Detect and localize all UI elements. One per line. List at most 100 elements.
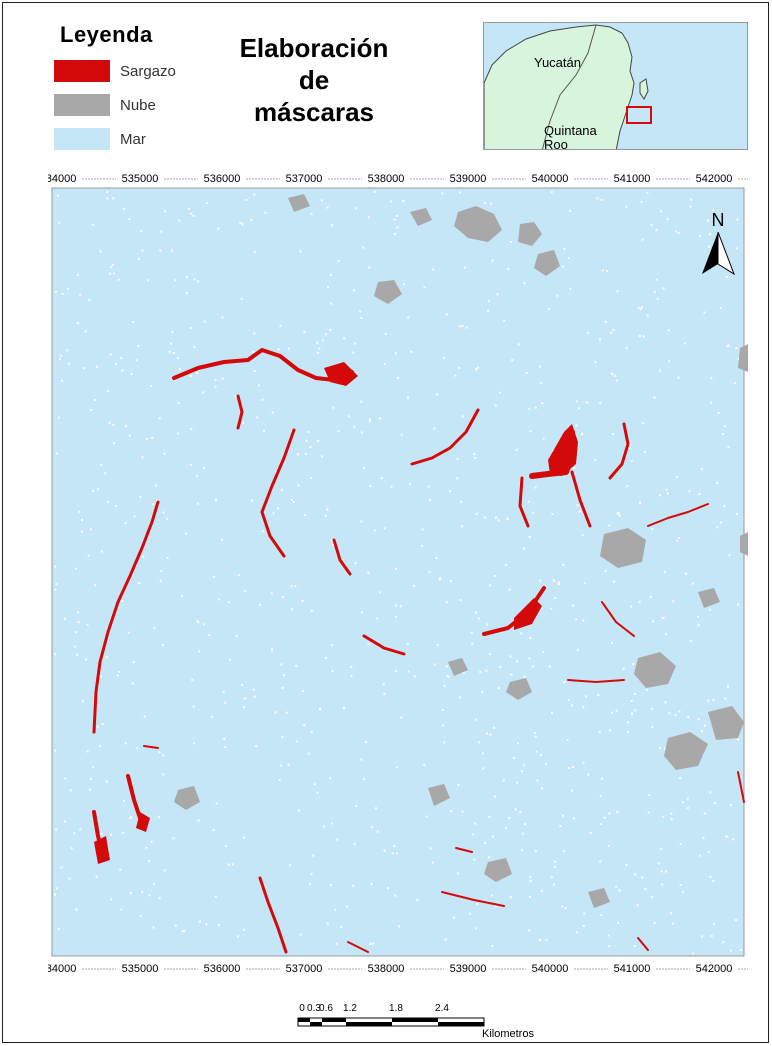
speckle (600, 914, 603, 917)
speckle (727, 344, 730, 347)
speckle (711, 209, 714, 212)
speckle (373, 529, 376, 532)
x-ticks-bottom: 5340005350005360005370005380005390005400… (48, 963, 748, 975)
speckle (129, 892, 132, 895)
speckle (492, 835, 494, 838)
speckle (192, 214, 195, 217)
speckle (264, 211, 267, 214)
speckle (707, 850, 710, 853)
speckle (571, 789, 574, 792)
speckle (477, 366, 480, 369)
speckle (493, 795, 496, 798)
speckle (664, 747, 667, 750)
speckle (679, 842, 682, 845)
speckle (227, 601, 230, 604)
speckle (735, 512, 738, 515)
speckle (475, 718, 478, 721)
speckle (558, 581, 560, 584)
speckle (75, 567, 78, 570)
speckle (611, 642, 613, 644)
speckle (369, 485, 372, 487)
speckle (651, 527, 654, 530)
speckle (573, 466, 576, 469)
speckle (637, 306, 640, 309)
speckle (263, 429, 266, 432)
x-tick-label-bottom: 542000 (696, 963, 733, 975)
speckle (660, 870, 663, 873)
speckle (76, 322, 79, 324)
speckle (690, 198, 693, 201)
speckle (723, 505, 726, 508)
speckle (229, 658, 231, 661)
speckle (456, 457, 459, 460)
speckle (231, 863, 234, 866)
speckle (617, 512, 620, 515)
speckle (54, 588, 57, 591)
speckle (104, 472, 107, 475)
speckle (463, 266, 466, 269)
speckle (561, 905, 564, 908)
speckle (394, 894, 397, 897)
speckle (488, 816, 491, 819)
cloud-patch (664, 732, 708, 770)
speckle (115, 504, 117, 507)
speckle (668, 712, 671, 715)
speckle (106, 390, 109, 393)
speckle (368, 420, 371, 423)
speckle (402, 200, 405, 202)
speckle (197, 280, 200, 283)
speckle (60, 354, 63, 357)
speckle (539, 365, 542, 368)
sargassum-filament (647, 503, 709, 527)
speckle (252, 688, 255, 691)
speckle (337, 430, 340, 433)
sargassum-filament (260, 428, 296, 558)
speckle (698, 493, 701, 496)
speckle (301, 600, 304, 603)
speckle (677, 537, 680, 539)
speckle (461, 525, 464, 528)
speckle (224, 701, 227, 704)
speckle (668, 360, 670, 363)
speckle (476, 902, 479, 905)
speckle (189, 327, 192, 329)
speckle (581, 534, 584, 537)
speckle (94, 398, 97, 401)
speckle (490, 202, 492, 205)
speckle (477, 617, 480, 620)
speckle (725, 835, 727, 838)
speckle (582, 925, 585, 927)
speckle (379, 417, 381, 420)
speckle (494, 574, 497, 577)
speckle (661, 883, 664, 886)
speckle (636, 904, 639, 907)
speckle (168, 350, 171, 353)
speckle (174, 279, 177, 282)
speckle (603, 816, 606, 819)
cloud-patch (454, 206, 502, 242)
speckle (170, 342, 172, 345)
speckle (303, 724, 306, 727)
speckle (496, 293, 499, 296)
speckle (539, 381, 542, 384)
scale-bar-label: 0.6 (319, 1003, 333, 1014)
speckle (68, 362, 70, 365)
speckle (461, 810, 464, 813)
speckle (390, 485, 393, 488)
speckle (335, 942, 338, 945)
speckle (212, 576, 215, 578)
y-tick-label-right: 2318000 (745, 503, 748, 546)
speckle (659, 746, 662, 749)
speckle (242, 421, 245, 424)
speckle (196, 502, 199, 505)
speckle (523, 547, 526, 550)
speckle (682, 801, 685, 804)
speckle (528, 535, 531, 538)
speckle (81, 700, 84, 703)
speckle (445, 601, 448, 604)
speckle (92, 490, 95, 493)
speckle (608, 945, 611, 947)
speckle (145, 437, 148, 440)
speckle (383, 692, 386, 695)
x-tick-label-top: 537000 (286, 173, 323, 185)
